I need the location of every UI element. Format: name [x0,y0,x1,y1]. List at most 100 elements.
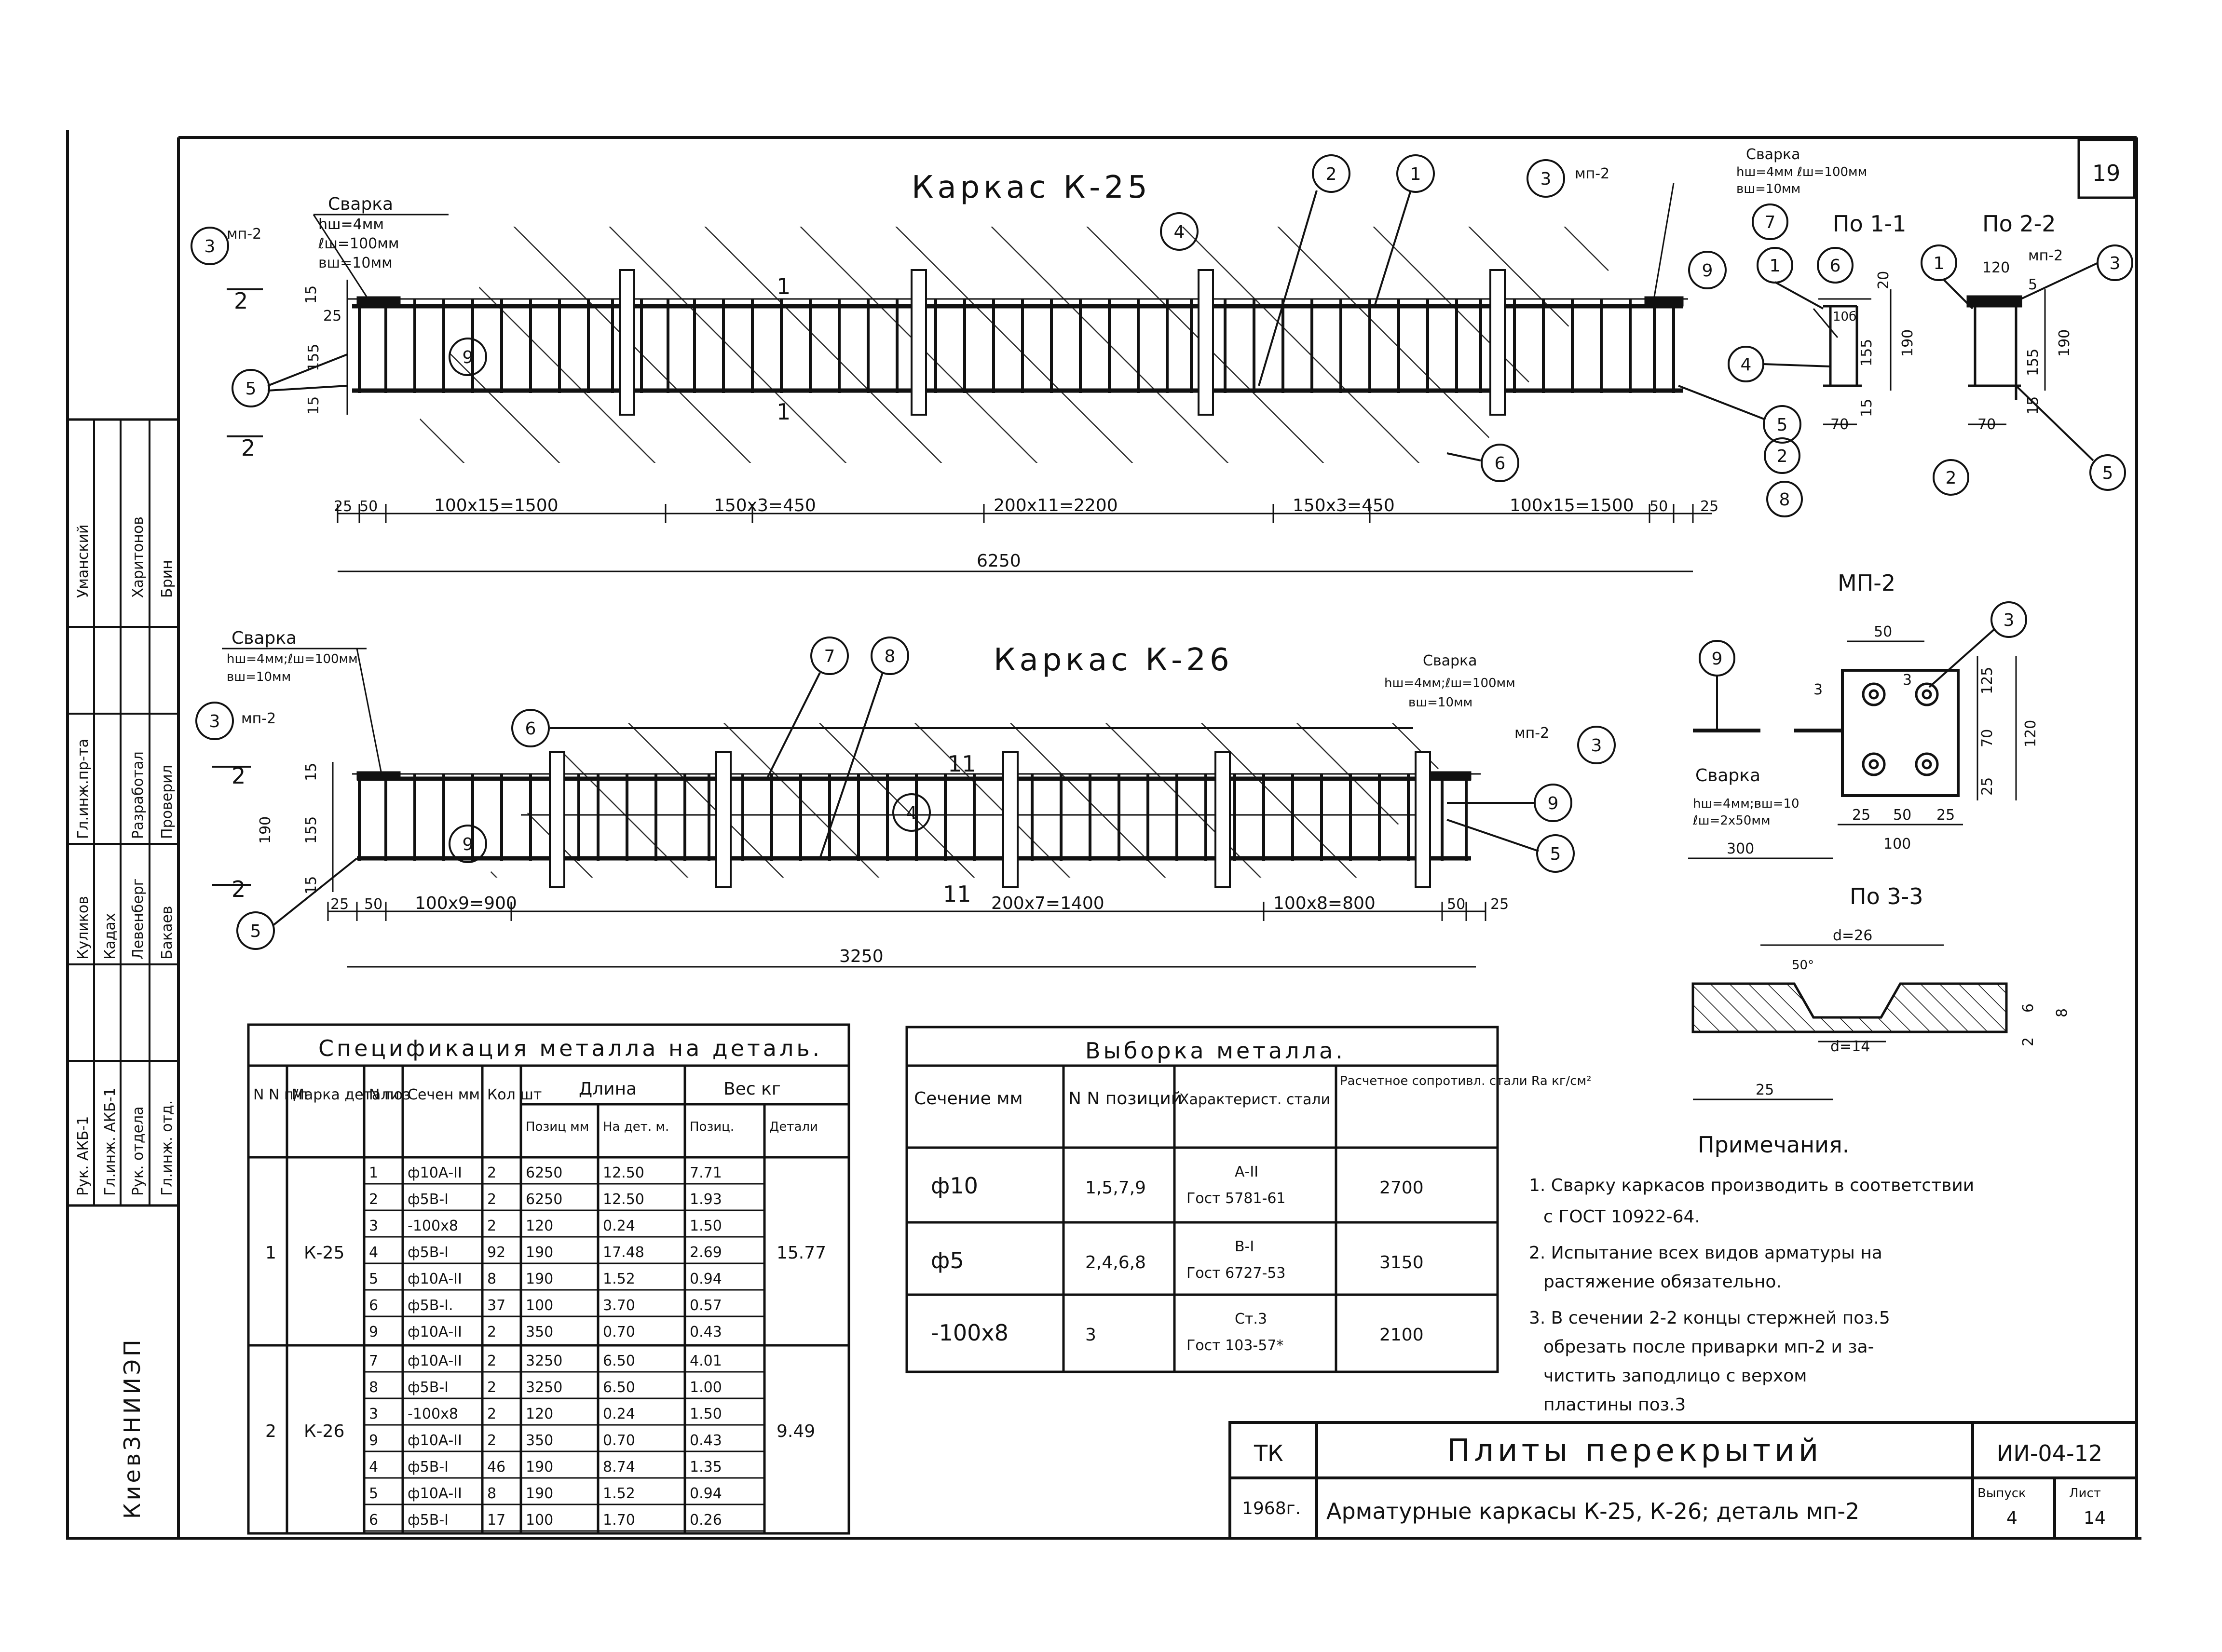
sec2-dim-5: 5 [2028,276,2037,293]
spec-cell: ф10А-II [408,1353,462,1369]
spec-cell: 190 [526,1244,553,1261]
spec-cell: ф10А-II [408,1165,462,1181]
spec-cell: 8 [369,1379,378,1396]
k25-weld-l1: hш=4мм [318,216,384,233]
spec-group2-total: 9.49 [777,1422,815,1441]
spec-cell: 350 [526,1432,553,1449]
spec-cell: 350 [526,1324,553,1341]
k26-dim-5: 50 [1447,896,1465,913]
frame-k26-stirrups [358,774,1468,861]
spec-cell: 46 [487,1459,505,1476]
select-cell: 2,4,6,8 [1085,1253,1146,1273]
select-h-section: Сечение мм [914,1089,1023,1109]
k26-dim-3: 200x7=1400 [991,894,1104,913]
stamp-organization: КиевЗНИИЭП [119,1337,145,1519]
section-3-3-title: По 3-3 [1850,883,1923,909]
k26-vdim-155: 155 [303,816,320,844]
note-line-6: обрезать после приварки мп-2 и за- [1543,1337,1874,1357]
k25-dim-0: 25 [334,498,352,515]
k25-callouts [191,154,1801,482]
k26-section-mark-top: 11 [948,751,976,777]
spec-cell: 12.50 [603,1165,644,1181]
spec-h-w-pos: Позиц. [690,1120,734,1134]
sec1-callout-2: 2 [1777,447,1788,466]
note-line-7: чистить заподлицо с верхом [1543,1366,1807,1386]
spec-cell: 6250 [526,1165,562,1181]
k26-callout-9: 9 [463,835,474,854]
k26-vdim-15b: 15 [303,876,320,894]
spec-cell: 2 [487,1324,496,1341]
spec-cell: 2 [369,1191,378,1208]
k26-callout-7: 7 [824,647,835,666]
spec-cell: 6250 [526,1191,562,1208]
k26-weld-label: Сварка [232,628,297,648]
callout-1: 1 [1410,164,1421,184]
spec-cell: 190 [526,1485,553,1502]
mp2-weld-l2: ℓш=2x50мм [1692,813,1771,828]
spec-cell: 7.71 [690,1165,722,1181]
title-block: ТК 1968г. Плиты перекрытий Арматурные ка… [1228,1421,2138,1540]
stamp-role-2: Гл.инж. АКБ-1 [102,1087,119,1196]
spec-cell: 0.94 [690,1485,722,1502]
sec1-callout-4: 4 [1741,355,1752,375]
frame-k25-title: Каркас К-25 [912,170,1151,205]
spec-h-len-pos: Позиц мм [526,1120,589,1134]
spec-h-section: Сечен мм [408,1086,480,1103]
k25-plate-label-left: мп-2 [227,226,261,243]
k26-callout-5-right: 5 [1550,844,1561,864]
mp2-dim-100: 100 [1883,836,1911,853]
spec-cell: 1.93 [690,1191,722,1208]
sec3-dim-2: 2 [2020,1037,2037,1046]
detail-mp2: МП-2 50 3 125 70 120 25 25 50 25 100 300… [1688,570,2039,859]
stamp-name2-1: Уманский [75,524,92,598]
mp2-callout-9: 9 [1712,649,1723,669]
select-title: Выборка металла. [1085,1038,1346,1064]
spec-cell: 2 [487,1432,496,1449]
spec-cell: 8 [487,1271,496,1287]
k25-dim-8: 25 [1700,498,1718,515]
spec-cell: 0.70 [603,1324,635,1341]
sec2-dim-120: 120 [1982,259,2010,276]
spec-cell: ф5В-I [408,1512,449,1529]
select-table: Выборка металла. Сечение мм N N позиций … [905,1026,1592,1373]
stamp-role-3: Рук. отдела [130,1106,147,1196]
spec-cell: 1.52 [603,1271,635,1287]
spec-cell: ф5В-I [408,1244,449,1261]
spec-group1-mark: К-25 [304,1243,344,1263]
sec1-dim-20: 20 [1875,271,1892,289]
spec-cell: -100x8 [408,1406,458,1422]
spec-cell: 6.50 [603,1353,635,1369]
spec-cell: ф10А-II [408,1324,462,1341]
spec-cell: 4 [369,1244,378,1261]
mp2-title: МП-2 [1838,570,1895,596]
sec1-callout-6: 6 [1830,256,1841,276]
mp2-dim-300: 300 [1727,840,1754,857]
spec-cell: ф10А-II [408,1271,462,1287]
mp2-dim-25: 25 [1979,777,1996,796]
spec-h-weight: Вес кг [723,1079,781,1099]
spec-cell: 6 [369,1297,378,1314]
mp2-dim-25a: 25 [1852,807,1870,824]
spec-cell: ф5В-I [408,1379,449,1396]
k25-cut-mark-top: 2 [234,288,248,314]
spec-cell: 2 [487,1379,496,1396]
sec3-dim-d26: d=26 [1833,927,1872,944]
section-1-1: По 1-1 20 10б 155 190 15 70 7 1 6 4 2 8 [1728,203,1916,517]
select-h-steel: Характерист. стали [1179,1091,1330,1108]
spec-cell: 9 [369,1324,378,1341]
k26-plate-label-right: мп-2 [1514,725,1549,742]
spec-cell: 120 [526,1218,553,1234]
mp2-dim-3: 3 [1903,672,1912,689]
mp2-dim-3b: 3 [1813,681,1823,698]
k26-dim-2: 100x9=900 [415,894,517,913]
k26-dim-total: 3250 [839,947,884,966]
stamp-role2-2: Разработал [130,751,147,839]
k26-dim-1: 50 [364,896,382,913]
callout-5-right: 5 [1777,415,1788,435]
sec2-dim-70: 70 [1977,416,1996,433]
spec-cell: 8.74 [603,1459,635,1476]
spec-cell: 6.50 [603,1379,635,1396]
tb-year: 1968г. [1242,1499,1301,1518]
spec-cell: 0.94 [690,1271,722,1287]
spec-cell: 100 [526,1512,553,1529]
